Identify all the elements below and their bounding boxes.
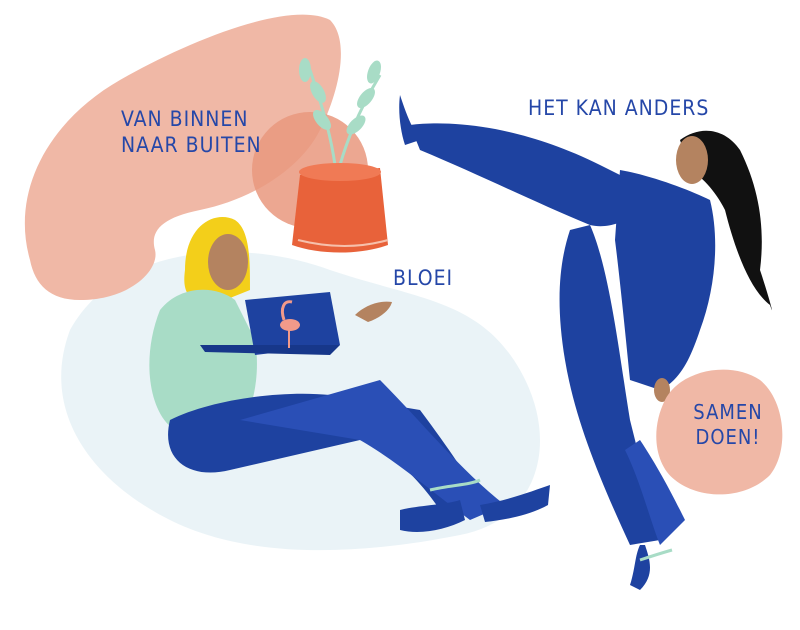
- flower-pot-icon: [292, 168, 388, 253]
- flamingo-icon: [280, 300, 300, 348]
- label-line: DOEN!: [695, 425, 761, 449]
- label-line: VAN BINNEN: [121, 107, 249, 131]
- pot-detail: [297, 239, 389, 247]
- laptop-icon: [200, 292, 340, 355]
- label-samen-doen: SAMEN DOEN!: [683, 400, 773, 450]
- label-line: NAAR BUITEN: [121, 133, 262, 158]
- label-bloei: BLOEI: [393, 266, 454, 290]
- label-line: SAMEN: [693, 400, 763, 424]
- plant-icon: [299, 58, 382, 166]
- label-van-binnen-naar-buiten: VAN BINNEN NAAR BUITEN: [121, 106, 262, 159]
- label-het-kan-anders: HET KAN ANDERS: [528, 96, 710, 120]
- sitting-woman: [149, 217, 550, 532]
- kicking-woman: [399, 95, 772, 590]
- salmon-blob: [24, 14, 341, 301]
- pot-rim: [299, 163, 381, 181]
- samen-blob: [656, 369, 783, 495]
